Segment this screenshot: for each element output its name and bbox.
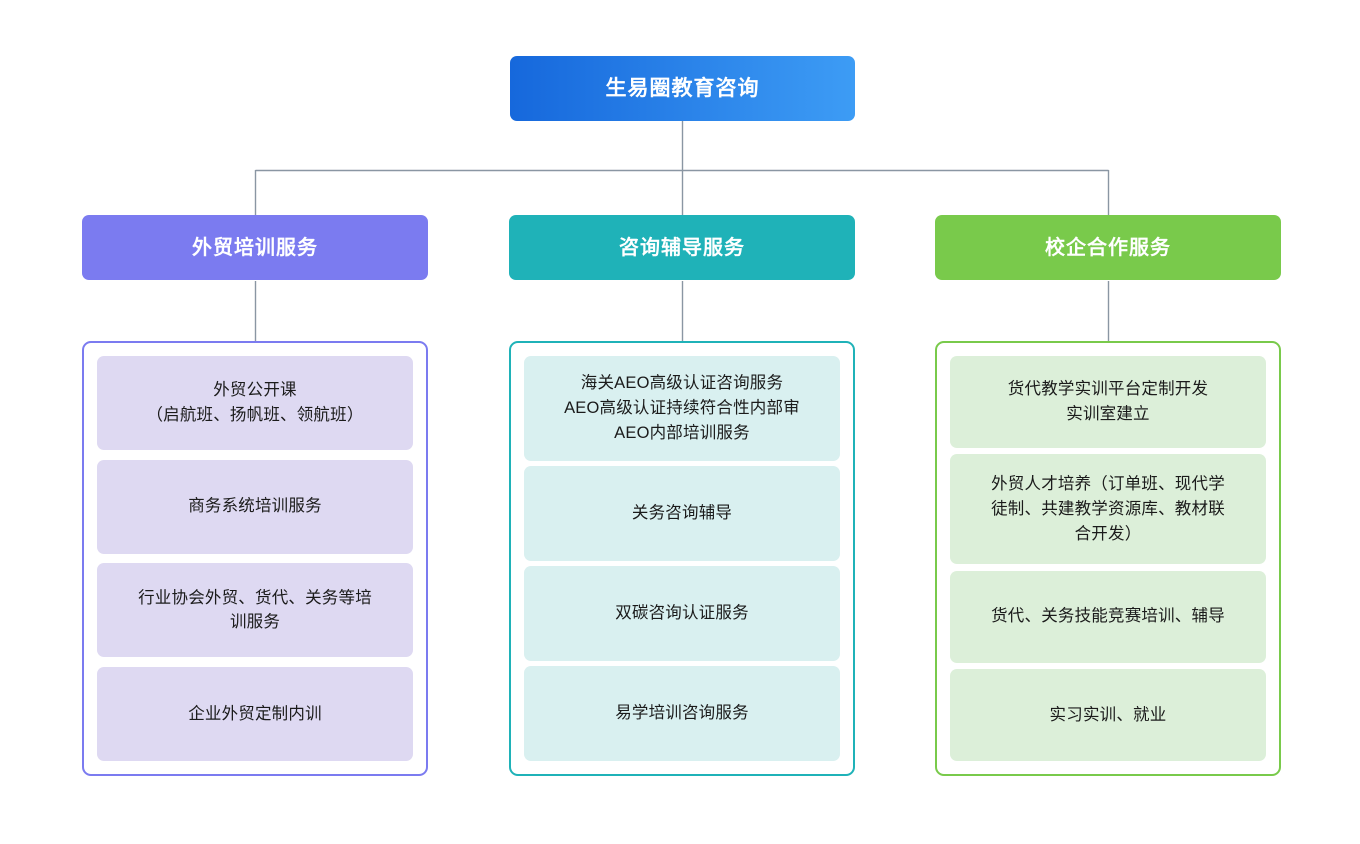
leaf-item-label: 海关AEO高级认证咨询服务 AEO高级认证持续符合性内部审 AEO内部培训服务 — [564, 374, 800, 442]
branch-header-label: 校企合作服务 — [1045, 236, 1171, 259]
leaf-item[interactable]: 商务系统培训服务 — [97, 459, 413, 554]
leaf-item[interactable]: 海关AEO高级认证咨询服务 AEO高级认证持续符合性内部审 AEO内部培训服务 — [524, 356, 840, 461]
branch-body-foreign-trade-training: 外贸公开课 （启航班、扬帆班、领航班） 商务系统培训服务 行业协会外贸、货代、关… — [82, 341, 428, 776]
branch-header-school-enterprise[interactable]: 校企合作服务 — [935, 215, 1281, 280]
leaf-item[interactable]: 货代、关务技能竞赛培训、辅导 — [950, 570, 1266, 663]
leaf-item-label: 货代、关务技能竞赛培训、辅导 — [991, 607, 1225, 626]
branch-column-consulting-coaching: 咨询辅导服务 海关AEO高级认证咨询服务 AEO高级认证持续符合性内部审 AEO… — [509, 215, 855, 776]
leaf-item-label: 企业外贸定制内训 — [188, 704, 322, 723]
leaf-item[interactable]: 实习实训、就业 — [950, 668, 1266, 761]
leaf-item[interactable]: 外贸人才培养（订单班、现代学 徒制、共建教学资源库、教材联 合开发） — [950, 454, 1266, 565]
branch-body-school-enterprise: 货代教学实训平台定制开发 实训室建立 外贸人才培养（订单班、现代学 徒制、共建教… — [935, 341, 1281, 776]
branch-column-school-enterprise: 校企合作服务 货代教学实训平台定制开发 实训室建立 外贸人才培养（订单班、现代学… — [935, 215, 1281, 776]
branch-header-foreign-trade-training[interactable]: 外贸培训服务 — [82, 215, 428, 280]
leaf-item[interactable]: 易学培训咨询服务 — [524, 666, 840, 761]
leaf-item-label: 行业协会外贸、货代、关务等培 训服务 — [138, 588, 372, 632]
root-node-label: 生易圈教育咨询 — [605, 76, 760, 100]
leaf-item-label: 关务咨询辅导 — [631, 504, 733, 523]
leaf-item[interactable]: 货代教学实训平台定制开发 实训室建立 — [950, 356, 1266, 448]
leaf-item[interactable]: 双碳咨询认证服务 — [524, 566, 840, 661]
leaf-item-label: 实习实训、就业 — [1049, 705, 1167, 724]
leaf-item-label: 货代教学实训平台定制开发 实训室建立 — [1007, 380, 1209, 423]
leaf-item[interactable]: 行业协会外贸、货代、关务等培 训服务 — [97, 563, 413, 658]
branch-header-label: 外贸培训服务 — [192, 236, 318, 259]
branch-column-foreign-trade-training: 外贸培训服务 外贸公开课 （启航班、扬帆班、领航班） 商务系统培训服务 行业协会… — [82, 215, 428, 776]
leaf-item-label: 外贸人才培养（订单班、现代学 徒制、共建教学资源库、教材联 合开发） — [991, 475, 1225, 543]
leaf-item-label: 易学培训咨询服务 — [615, 704, 749, 723]
branch-header-label: 咨询辅导服务 — [619, 236, 745, 259]
root-node[interactable]: 生易圈教育咨询 — [510, 56, 855, 121]
leaf-item-label: 商务系统培训服务 — [188, 497, 322, 516]
branch-header-consulting-coaching[interactable]: 咨询辅导服务 — [509, 215, 855, 280]
branch-body-consulting-coaching: 海关AEO高级认证咨询服务 AEO高级认证持续符合性内部审 AEO内部培训服务 … — [509, 341, 855, 776]
leaf-item[interactable]: 企业外贸定制内训 — [97, 666, 413, 761]
leaf-item[interactable]: 外贸公开课 （启航班、扬帆班、领航班） — [97, 356, 413, 450]
leaf-item-label: 外贸公开课 （启航班、扬帆班、领航班） — [146, 381, 364, 424]
leaf-item[interactable]: 关务咨询辅导 — [524, 466, 840, 561]
leaf-item-label: 双碳咨询认证服务 — [615, 604, 749, 623]
